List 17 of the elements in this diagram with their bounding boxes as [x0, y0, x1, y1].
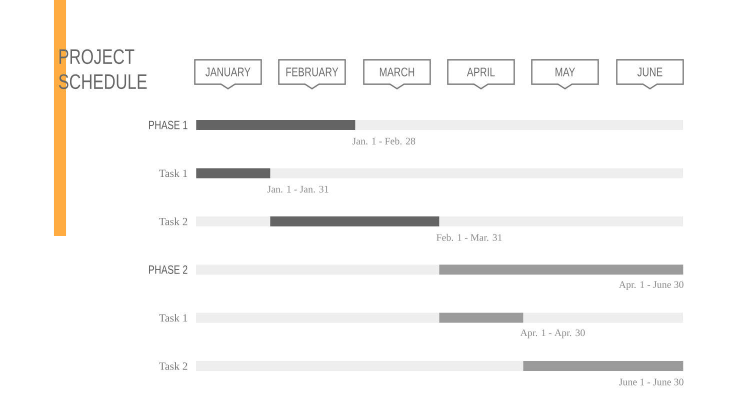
row-label: PHASE 1 [149, 120, 188, 130]
month-tag: MAY [531, 59, 599, 90]
date-label: Apr. 1 - Apr. 30 [520, 329, 585, 338]
date-label: Jan. 1 - Jan. 31 [267, 186, 328, 193]
date-label: Jan. 1 - Feb. 28 [352, 137, 416, 145]
date-label: Feb. 1 - Mar. 31 [436, 234, 502, 241]
row-label: Task 2 [159, 362, 188, 370]
date-label: Apr. 1 - June 30 [618, 281, 684, 290]
row-label: Task 2 [159, 218, 188, 226]
row-label: PHASE 2 [149, 265, 188, 274]
month-tag: FEBRUARY [278, 59, 346, 90]
row-label: Task 1 [159, 314, 188, 322]
month-tag: APRIL [447, 59, 515, 90]
month-tag: JUNE [616, 59, 684, 90]
month-tag: JANUARY [194, 59, 262, 90]
month-tag: MARCH [363, 59, 431, 90]
date-label: June 1 - June 30 [619, 378, 684, 386]
